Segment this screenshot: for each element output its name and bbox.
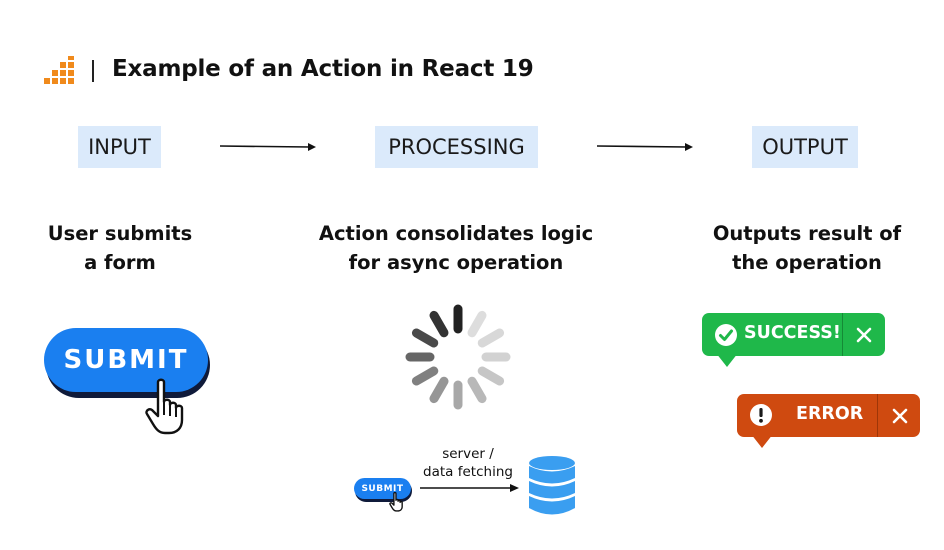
processing-desc-line2: for async operation bbox=[348, 251, 564, 274]
stage-output-label: OUTPUT bbox=[752, 126, 858, 168]
header-divider bbox=[92, 60, 94, 82]
page-title: Example of an Action in React 19 bbox=[112, 56, 534, 82]
alert-circle-icon bbox=[750, 404, 772, 426]
mini-submit-label: SUBMIT bbox=[361, 483, 404, 494]
input-description: User submits a form bbox=[20, 219, 220, 277]
processing-description: Action consolidates logic for async oper… bbox=[306, 219, 606, 277]
database-icon bbox=[529, 456, 575, 515]
mini-hand-pointer-icon bbox=[389, 492, 403, 512]
output-desc-line1: Outputs result of bbox=[712, 222, 902, 245]
toast-tail-success bbox=[716, 353, 738, 367]
success-toast: SUCCESS! bbox=[702, 313, 885, 367]
processing-desc-line1: Action consolidates logic bbox=[318, 222, 594, 245]
input-desc-line1: User submits bbox=[47, 222, 193, 245]
submit-button[interactable]: SUBMIT bbox=[44, 328, 208, 392]
success-label: SUCCESS! bbox=[744, 323, 841, 343]
loading-spinner-icon bbox=[405, 304, 511, 410]
output-description: Outputs result of the operation bbox=[700, 219, 914, 277]
fetch-arrow bbox=[420, 484, 519, 492]
close-icon[interactable] bbox=[856, 327, 872, 343]
error-toast-divider bbox=[877, 394, 878, 437]
submit-button-label: SUBMIT bbox=[63, 345, 189, 375]
close-icon[interactable] bbox=[892, 408, 908, 424]
output-desc-line2: the operation bbox=[732, 251, 882, 274]
stage-processing-label: PROCESSING bbox=[375, 126, 538, 168]
bar-chart-logo-icon bbox=[44, 56, 74, 84]
mini-submit-button[interactable]: SUBMIT bbox=[354, 478, 411, 499]
flow-arrow-input-processing bbox=[220, 143, 316, 151]
success-toast-divider bbox=[842, 313, 843, 356]
fetch-label-line2: data fetching bbox=[423, 464, 513, 480]
check-circle-icon bbox=[715, 324, 737, 346]
input-desc-line2: a form bbox=[84, 251, 156, 274]
error-label: ERROR bbox=[796, 404, 864, 424]
error-toast: ERROR bbox=[737, 394, 920, 448]
flow-arrow-processing-output bbox=[597, 143, 693, 151]
toast-tail-error bbox=[751, 434, 773, 448]
fetch-label-line1: server / bbox=[442, 446, 494, 462]
hand-pointer-icon bbox=[145, 378, 184, 435]
stage-input-label: INPUT bbox=[78, 126, 161, 168]
fetch-label: server / data fetching bbox=[410, 445, 526, 481]
